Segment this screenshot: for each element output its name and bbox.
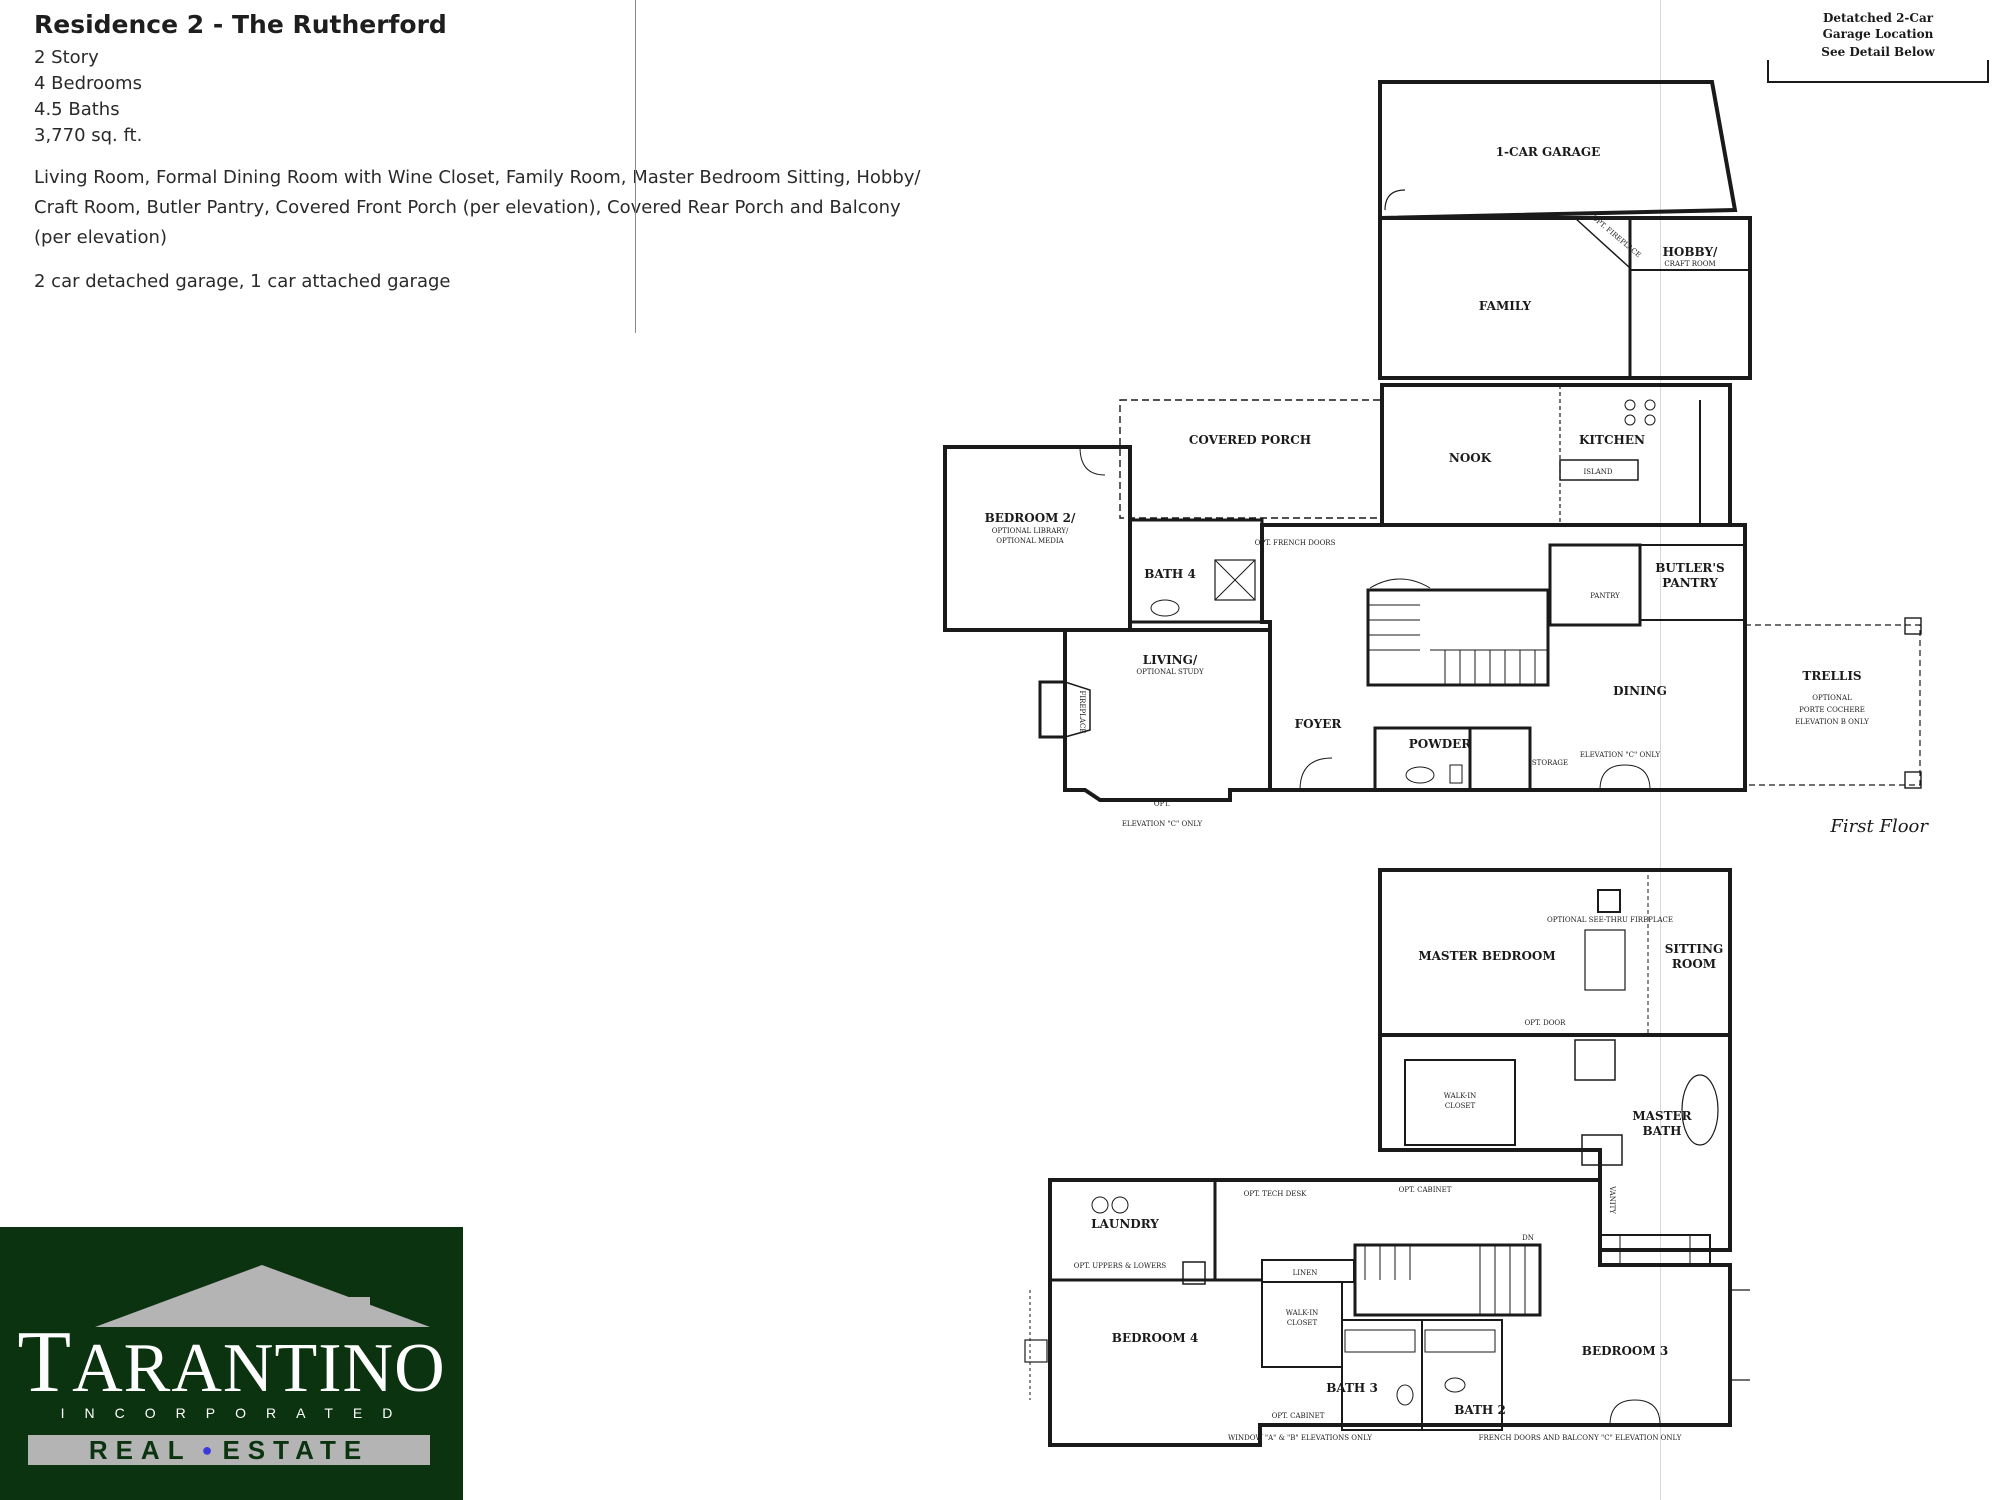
family-opt-fireplace: OPT. FIREPLACE: [1590, 214, 1642, 260]
trellis-sub2: PORTE COCHERE: [1799, 706, 1865, 714]
stat-stories: 2 Story: [34, 47, 99, 68]
room-sitting-label1: SITTING: [1665, 942, 1724, 956]
logo-real: REAL: [88, 1434, 192, 1465]
room-walkin-label: WALK-IN: [1444, 1092, 1477, 1100]
vanity-label: VANITY: [1608, 1185, 1616, 1214]
header-divider: [635, 0, 636, 333]
room-walkin2-label: WALK-IN: [1286, 1309, 1319, 1317]
room-hobby-sub: CRAFT ROOM: [1664, 260, 1715, 268]
room-walkin2-sub: CLOSET: [1287, 1319, 1318, 1327]
room-covered-porch-label: COVERED PORCH: [1189, 433, 1311, 447]
linen-label: LINEN: [1293, 1269, 1318, 1277]
room-foyer-label: FOYER: [1295, 717, 1343, 731]
opt-tech-desk-note: OPT. TECH DESK: [1244, 1190, 1308, 1198]
room-bath2-label: BATH 2: [1454, 1403, 1506, 1417]
room-bedroom2-label: BEDROOM 2/: [985, 511, 1076, 525]
logo-wordmark: TARANTINO: [0, 1312, 463, 1413]
room-pantry-label: PANTRY: [1662, 576, 1718, 590]
second-floor-plan: [1024, 868, 1750, 1447]
room-garage-label: 1-CAR GARAGE: [1496, 145, 1601, 159]
room-bedroom2-sub1: OPTIONAL LIBRARY/: [992, 527, 1069, 535]
room-butlers-label: BUTLER'S: [1655, 561, 1724, 575]
french-doors-note: FRENCH DOORS AND BALCONY "C" ELEVATION O…: [1479, 1434, 1682, 1442]
garage-note-line1: Detatched 2-Car: [1823, 11, 1934, 25]
room-kitchen-label: KITCHEN: [1579, 433, 1645, 447]
first-floor-plan: [943, 80, 1922, 802]
room-bedroom4-label: BEDROOM 4: [1112, 1331, 1198, 1345]
room-bath3-label: BATH 3: [1326, 1381, 1378, 1395]
fireplace-label: FIREPLACE: [1078, 691, 1086, 734]
logo-estate: ESTATE: [222, 1434, 370, 1465]
logo-name-rest: ARANTINO: [72, 1330, 446, 1407]
opt-door-note: OPT. DOOR: [1525, 1019, 1567, 1027]
opt-window-note: OPT.: [1154, 800, 1170, 808]
logo-real-estate-band: REAL ● ESTATE: [28, 1435, 430, 1465]
room-living-label: LIVING/: [1143, 653, 1198, 667]
opt-uppers-note: OPT. UPPERS & LOWERS: [1074, 1262, 1167, 1270]
room-master-bedroom-label: MASTER BEDROOM: [1418, 949, 1555, 963]
first-floor-caption: First Floor: [1829, 816, 1929, 837]
room-bedroom3-label: BEDROOM 3: [1582, 1344, 1668, 1358]
room-powder-label: POWDER: [1409, 737, 1473, 751]
room-sitting-label2: ROOM: [1672, 957, 1716, 971]
logo-incorporated: INCORPORATED: [60, 1405, 413, 1421]
trellis-label: TRELLIS: [1802, 669, 1861, 683]
room-walkin-sub: CLOSET: [1445, 1102, 1476, 1110]
stat-bedrooms: 4 Bedrooms: [34, 73, 142, 94]
elevation-c-note: ELEVATION "C" ONLY: [1122, 820, 1203, 828]
grape-icon: ●: [201, 1439, 213, 1460]
trellis-sub3: ELEVATION B ONLY: [1795, 718, 1869, 726]
garage-note-line3: See Detail Below: [1821, 45, 1935, 59]
garage-note-line2: Garage Location: [1823, 27, 1934, 41]
trellis-sub1: OPTIONAL: [1812, 694, 1852, 702]
stairs-down-label: DN: [1522, 1234, 1534, 1242]
feature-description: Living Room, Formal Dining Room with Win…: [34, 167, 921, 248]
room-nook-label: NOOK: [1449, 451, 1492, 465]
tarantino-logo: TARANTINO INCORPORATED REAL ● ESTATE: [0, 1227, 463, 1500]
room-storage-label: STORAGE: [1532, 759, 1568, 767]
opt-french-doors-note: OPT. FRENCH DOORS: [1255, 539, 1336, 547]
listing-info: Residence 2 - The Rutherford 2 Story 4 B…: [34, 10, 921, 292]
room-hobby-label: HOBBY/: [1663, 245, 1718, 259]
room-master-bath-label2: BATH: [1642, 1124, 1681, 1138]
room-living-sub: OPTIONAL STUDY: [1136, 668, 1204, 676]
logo-initial: T: [17, 1314, 73, 1411]
room-laundry-label: LAUNDRY: [1091, 1217, 1159, 1231]
opt-cabinet-note: OPT. CABINET: [1399, 1186, 1452, 1194]
listing-title: Residence 2 - The Rutherford: [34, 10, 447, 39]
room-dining-label: DINING: [1613, 684, 1667, 698]
room-master-bath-label1: MASTER: [1632, 1109, 1692, 1123]
stat-baths: 4.5 Baths: [34, 99, 120, 120]
room-bath4-label: BATH 4: [1144, 567, 1196, 581]
scan-fold-line: [1660, 0, 1661, 1500]
room-pantry-small-label: PANTRY: [1590, 592, 1620, 600]
dining-elevation-note: ELEVATION "C" ONLY: [1580, 751, 1661, 759]
see-thru-fireplace-note: OPTIONAL SEE-THRU FIREPLACE: [1547, 916, 1673, 924]
room-island-label: ISLAND: [1583, 468, 1612, 476]
room-bedroom2-sub2: OPTIONAL MEDIA: [996, 537, 1064, 545]
roof-icon: [95, 1265, 430, 1327]
opt-cabinet2-note: OPT. CABINET: [1272, 1412, 1325, 1420]
garage-description: 2 car detached garage, 1 car attached ga…: [34, 271, 451, 292]
window-elevation-note: WINDOW "A" & "B" ELEVATIONS ONLY: [1228, 1434, 1372, 1442]
room-family-label: FAMILY: [1479, 299, 1532, 313]
stat-sqft: 3,770 sq. ft.: [34, 125, 143, 146]
